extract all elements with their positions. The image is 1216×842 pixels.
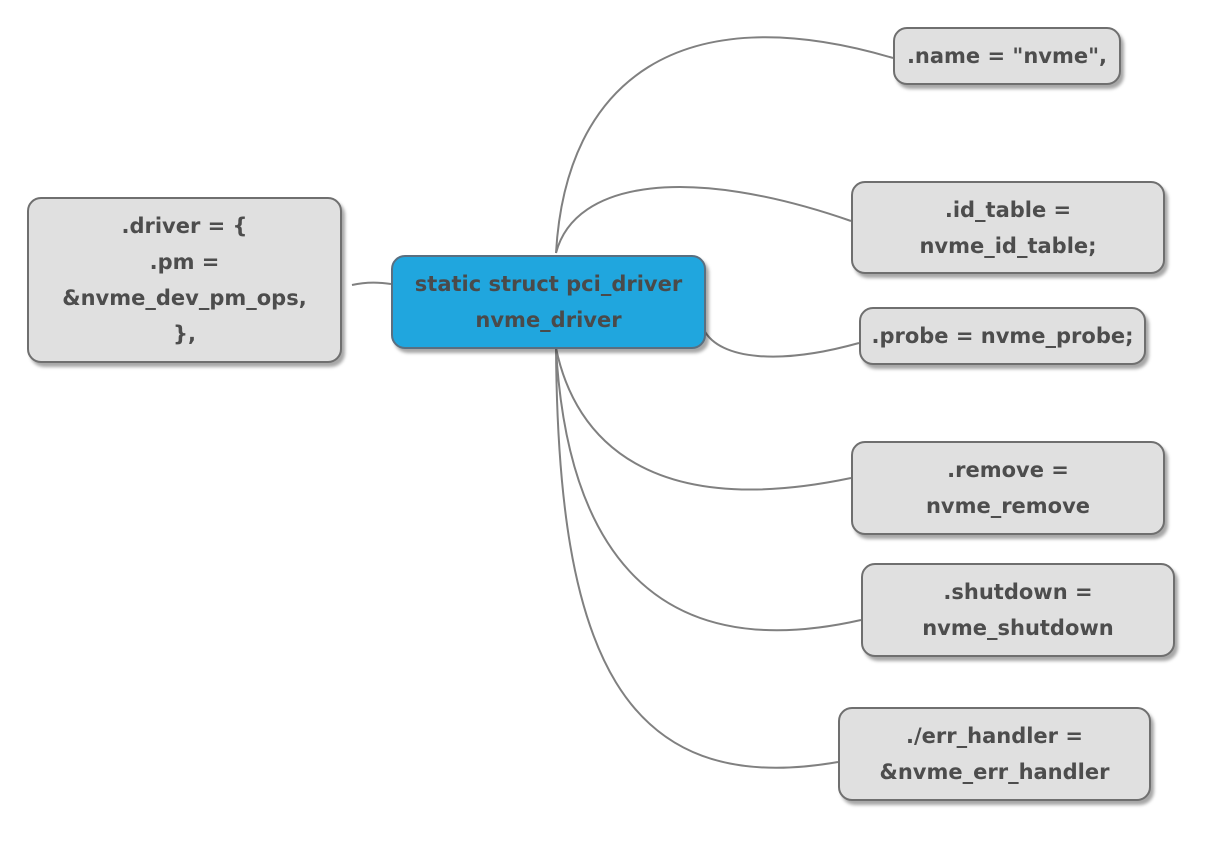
branch-node-line: .id_table = — [944, 197, 1072, 222]
center-node-line: static struct pci_driver — [414, 272, 683, 296]
connector-probe — [703, 329, 860, 358]
left-node-line: }, — [173, 322, 196, 346]
center-node-pci-driver: static struct pci_driver nvme_driver — [391, 255, 706, 349]
connector-name — [555, 36, 894, 254]
connector-remove — [555, 347, 852, 491]
branch-node-line: &nvme_err_handler — [879, 760, 1110, 784]
branch-node-name: .name = "nvme", — [893, 27, 1121, 85]
connector-id-table — [555, 186, 852, 254]
branch-node-id-table: .id_table = nvme_id_table; — [851, 181, 1165, 274]
branch-node-err-handler: ./err_handler = &nvme_err_handler — [838, 707, 1151, 801]
branch-node-line: nvme_remove — [925, 494, 1091, 518]
connector-shutdown — [555, 347, 862, 632]
branch-node-line: .shutdown = — [943, 580, 1093, 604]
branch-node-probe: .probe = nvme_probe; — [859, 307, 1146, 365]
center-node-line: nvme_driver — [475, 308, 622, 332]
branch-node-line: nvme_id_table; — [919, 233, 1097, 258]
branch-node-line: .name = "nvme", — [906, 44, 1108, 68]
branch-node-line: .remove = — [947, 458, 1069, 482]
left-node-line: .pm = — [149, 250, 220, 274]
left-node-line: .driver = { — [121, 214, 248, 238]
branch-node-remove: .remove = nvme_remove — [851, 441, 1165, 535]
branch-node-line: nvme_shutdown — [922, 616, 1114, 640]
branch-node-line: ./err_handler = — [906, 724, 1083, 748]
left-node-driver: .driver = { .pm = &nvme_dev_pm_ops, }, — [27, 197, 342, 363]
connector-err-handler — [555, 347, 839, 769]
left-node-line: &nvme_dev_pm_ops, — [62, 286, 307, 310]
branch-node-shutdown: .shutdown = nvme_shutdown — [861, 563, 1175, 657]
connector-driver — [351, 281, 392, 286]
branch-node-line: .probe = nvme_probe; — [871, 324, 1134, 348]
